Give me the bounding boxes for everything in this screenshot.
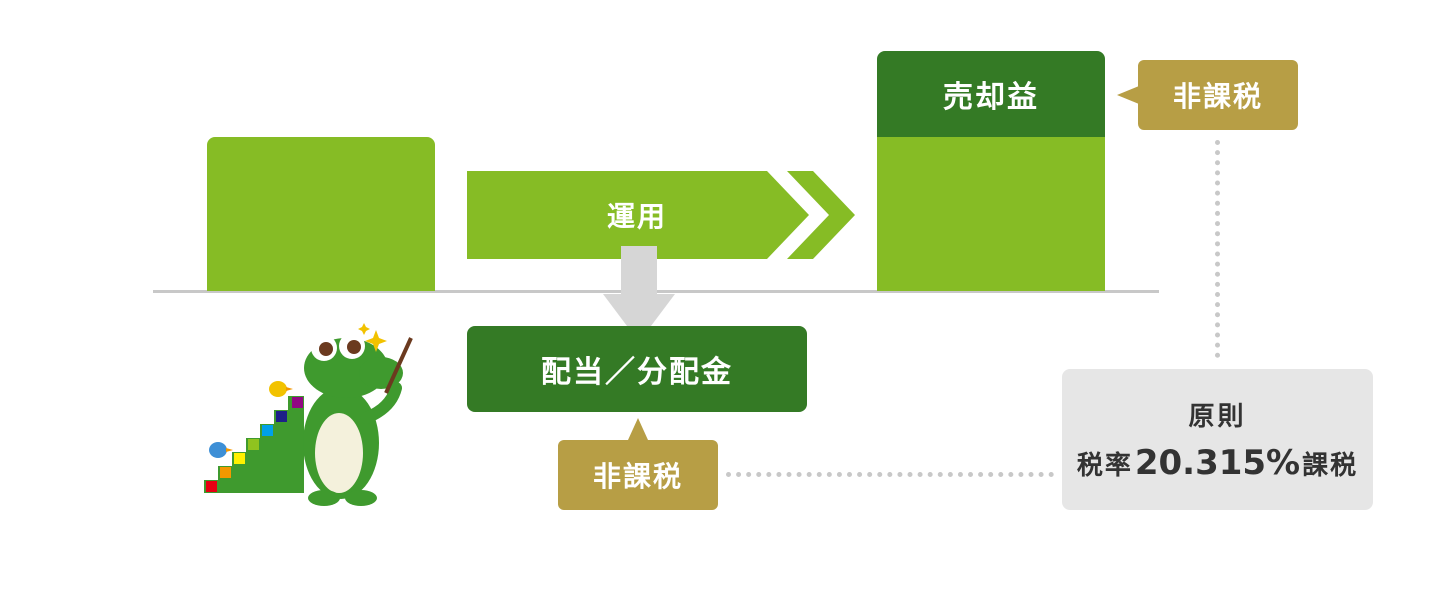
- sale-value-block: 売却益: [877, 51, 1105, 291]
- dividend-tax-free-tag: 非課税: [558, 440, 718, 510]
- investment-flow-arrow: [467, 171, 855, 259]
- tax-rate-suffix: 課税: [1302, 451, 1359, 481]
- down-arrow-icon: [603, 246, 675, 342]
- tax-rate-value: 20.315%: [1134, 443, 1301, 483]
- tax-rate-prefix: 税率: [1076, 451, 1133, 481]
- tag-pointer-left: [1117, 86, 1139, 104]
- crocodile-mascot-icon: [204, 323, 413, 506]
- dotted-connector-horizontal: [726, 472, 1054, 477]
- principle-tax-box: 原則 税率 20.315% 課税: [1062, 369, 1373, 510]
- dotted-connector-vertical: [1215, 140, 1220, 358]
- sale-principal-part: [877, 137, 1105, 291]
- principle-label: 原則: [1188, 402, 1247, 432]
- dividend-box: 配当／分配金: [467, 326, 807, 412]
- sale-gain-tax-free-tag: 非課税: [1138, 60, 1298, 130]
- tax-rate-line: 税率 20.315% 課税: [1077, 443, 1358, 483]
- sale-gain-label: 売却益: [877, 51, 1105, 137]
- initial-investment-block: [207, 137, 435, 291]
- flow-label: 運用: [606, 200, 667, 233]
- tag-pointer-up: [628, 418, 648, 440]
